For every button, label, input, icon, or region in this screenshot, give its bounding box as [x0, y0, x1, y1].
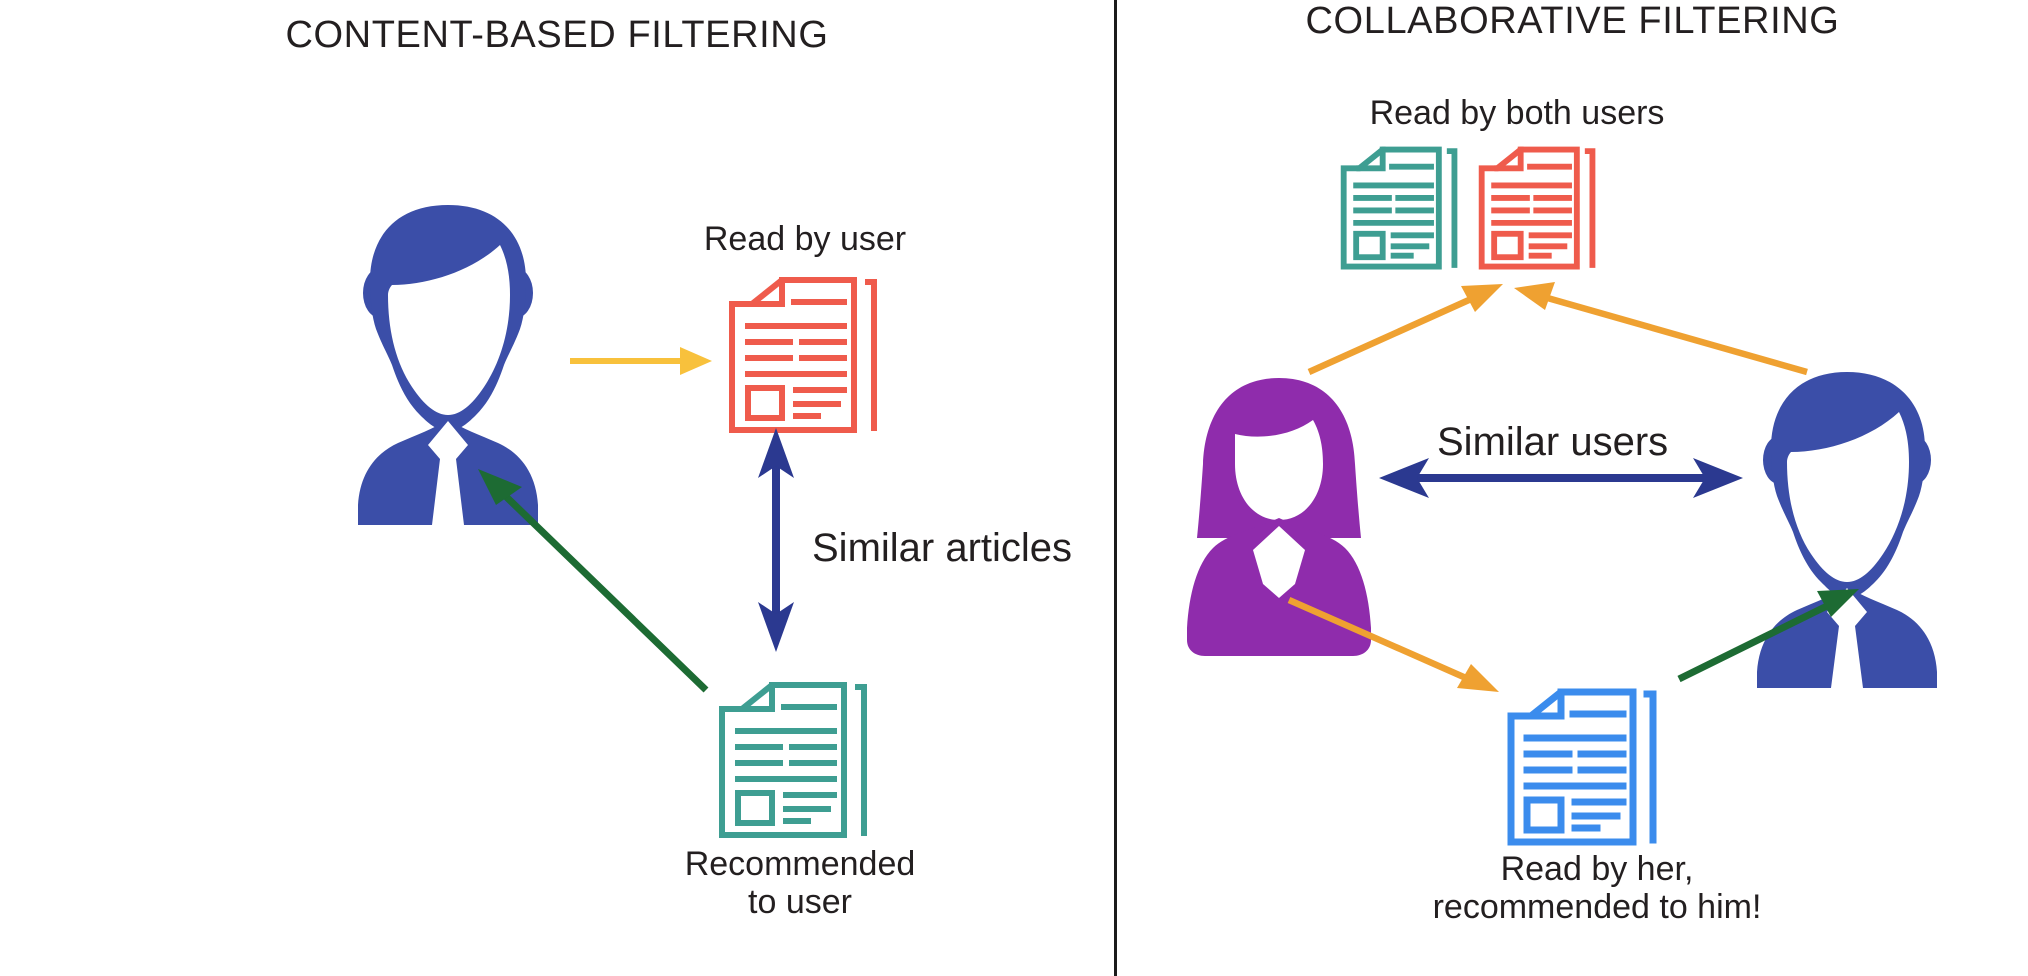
label-similar-users: Similar users: [1437, 420, 1669, 464]
document-icon-teal: [719, 682, 867, 838]
panel-title-collaborative: COLLABORATIVE FILTERING: [1305, 0, 1840, 42]
arrow-her-to-blue-doc: [1287, 597, 1499, 692]
caption-read-by-her-recommended-to-him: Read by her, recommended to him!: [1432, 850, 1762, 927]
arrow-her-to-shared-docs: [1307, 284, 1503, 375]
arrow-him-to-shared-docs: [1514, 282, 1808, 376]
document-icon-red: [729, 277, 877, 433]
right-panel-graphics: [1187, 146, 1937, 846]
left-panel-graphics: [358, 205, 877, 838]
male-user-avatar: [358, 205, 538, 525]
arrow-similar-users: [1379, 458, 1743, 498]
female-user-avatar: [1187, 378, 1371, 656]
document-icon-red: [1478, 146, 1596, 270]
label-similar-articles: Similar articles: [812, 526, 1073, 570]
collaborative-filtering-panel: COLLABORATIVE FILTERING: [1117, 0, 2028, 976]
document-icon-blue: [1507, 688, 1657, 846]
panel-divider: [1114, 0, 1117, 976]
caption-read-by-both-users: Read by both users: [1369, 94, 1665, 132]
caption-read-by-user: Read by user: [703, 220, 907, 258]
content-based-filtering-panel: CONTENT-BASED FILTERING: [285, 14, 1073, 922]
arrow-recommended-doc-to-user: [478, 469, 709, 693]
shared-documents: [1340, 146, 1596, 270]
caption-recommended-to-user: Recommended to user: [684, 845, 916, 922]
male-user-avatar: [1757, 372, 1937, 688]
arrow-similar-articles: [758, 428, 794, 652]
arrow-user-to-read-doc: [570, 347, 712, 375]
arrow-blue-doc-to-him: [1677, 589, 1859, 683]
panel-title-content-based: CONTENT-BASED FILTERING: [285, 14, 829, 56]
document-icon-teal: [1340, 146, 1458, 270]
